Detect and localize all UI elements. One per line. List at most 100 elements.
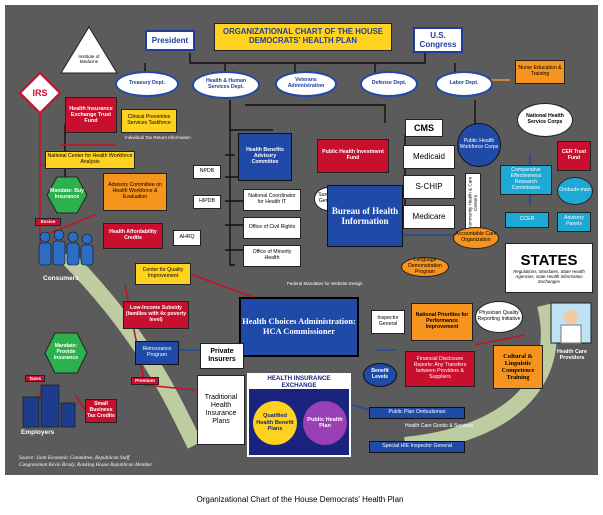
premium-tag: Premium bbox=[131, 377, 159, 385]
states-box: STATES Regulations, Mandates, State Heal… bbox=[505, 243, 593, 293]
quality-improvement-label: Center for Quality Improvement bbox=[142, 267, 184, 279]
schip-label: S-CHIP bbox=[415, 182, 443, 192]
cultural-linguistic: Cultural & Linguistic Competence Trainin… bbox=[493, 345, 543, 389]
small-business-label: Small Business Tax Credits bbox=[87, 401, 115, 419]
public-health-workforce-corps: Public Health Workforce Corps bbox=[457, 123, 501, 167]
us-congress-box: U.S. Congress bbox=[413, 27, 463, 53]
benefit-levels-label: Benefit Levels bbox=[371, 368, 389, 380]
phwc-label: Public Health Workforce Corps bbox=[459, 138, 499, 150]
mandate-provide-hexagon bbox=[44, 332, 88, 374]
advisory-committee-workforce: Advisory Committee on Health Workforce &… bbox=[103, 173, 167, 211]
hcac-label: Health Choices Administration: HCA Commi… bbox=[242, 317, 356, 336]
ombudsman: Ombuds-man bbox=[557, 177, 593, 205]
institute-of-medicine: Institute of Medicine bbox=[71, 47, 107, 71]
hipdb-label: HIPDB bbox=[199, 198, 215, 205]
public-health-investment-fund: Public Health Investment Fund bbox=[317, 139, 389, 173]
goods-services-label: Health Care Goods & Services bbox=[405, 423, 473, 429]
bureau-health-information: Bureau of Health Information bbox=[327, 185, 403, 247]
advisory-panels-label: Advisory Panels bbox=[564, 215, 584, 227]
traditional-plans: Traditional Health Insurance Plans bbox=[197, 375, 245, 445]
ahrq: AHRQ bbox=[173, 230, 201, 246]
phif-label: Public Health Investment Fund bbox=[322, 149, 384, 161]
states-title: STATES bbox=[520, 251, 578, 269]
ombudsman-label: Ombuds-man bbox=[559, 187, 591, 194]
irs-diamond bbox=[18, 71, 62, 115]
npdb: NPDB bbox=[193, 165, 221, 179]
cultural-linguistic-label: Cultural & Linguistic Competence Trainin… bbox=[501, 352, 535, 382]
cms: CMS bbox=[405, 119, 443, 137]
private-insurers: Private Insurers bbox=[200, 343, 244, 369]
federal-mandates-label: Federal Mandates for Website Design bbox=[287, 281, 362, 286]
affordability-credits-label: Health Affordability Credits bbox=[109, 229, 157, 241]
source-note: Source: Joint Economic Committee, Republ… bbox=[19, 455, 152, 470]
special-ig-label: Special HIE Inspector General bbox=[382, 443, 452, 450]
comparative-effectiveness-label: Comparative Effectiveness Research Commi… bbox=[510, 167, 542, 191]
hbac: Health Benefits Advisory Committee bbox=[238, 133, 292, 181]
hca-commissioner: Health Choices Administration: HCA Commi… bbox=[239, 297, 359, 357]
provider-icon bbox=[550, 302, 592, 344]
mandate-buy-label: Mandate: Buy Insurance bbox=[50, 188, 85, 200]
npfi-label: National Priorities for Performance Impr… bbox=[415, 312, 469, 330]
employers-icon bbox=[22, 384, 76, 428]
mandate-provide: Mandate: Provide Insurance bbox=[47, 338, 85, 368]
president-label: President bbox=[151, 35, 189, 45]
org-chart: President ORGANIZATIONAL CHART OF THE HO… bbox=[5, 5, 598, 475]
hie-trust-fund: Health Insurance Exchange Trust Fund bbox=[65, 97, 117, 133]
national-coordinator-label: National Coordinator for Health IT bbox=[248, 193, 296, 205]
tax-tag-label: Taxes bbox=[28, 375, 42, 381]
clinical-preventive-label: Clinical Preventive Services Taskforce bbox=[127, 114, 171, 126]
president-box: President bbox=[145, 30, 195, 51]
irs-box: IRS bbox=[20, 83, 60, 103]
low-income-subsidy-label: Low-Income Subsidy (families with 4x pov… bbox=[125, 305, 187, 323]
accountable-care: Accountable Care Organization bbox=[453, 227, 499, 249]
medicaid-label: Medicaid bbox=[412, 152, 445, 162]
hie-title: HEALTH INSURANCE EXCHANGE bbox=[249, 375, 349, 389]
chart-title-text: ORGANIZATIONAL CHART OF THE HOUSE DEMOCR… bbox=[223, 27, 383, 45]
cms-label: CMS bbox=[414, 122, 434, 133]
aco-label: Accountable Care Organization bbox=[455, 231, 497, 243]
ncsc-label: National Health Service Corps bbox=[526, 113, 564, 125]
figure-caption: Organizational Chart of the House Democr… bbox=[150, 495, 450, 504]
excise-tag: Excise bbox=[35, 218, 61, 226]
premium-label: Premium bbox=[135, 378, 155, 384]
clinical-preventive: Clinical Preventive Services Taskforce bbox=[121, 109, 177, 133]
hhs-dept: Health & Human Services Dept. bbox=[192, 71, 260, 99]
mandate-provide-label: Mandate: Provide Insurance bbox=[53, 343, 79, 361]
hipdb: HIPDB bbox=[193, 195, 221, 209]
tax-tag: Taxes bbox=[25, 375, 45, 382]
cer-trust-fund: CER Trust Fund bbox=[557, 141, 591, 171]
mandate-buy: Mandate: Buy Insurance bbox=[49, 181, 85, 209]
consumers-text: Consumers bbox=[43, 275, 79, 282]
cer-trust-fund-label: CER Trust Fund bbox=[561, 149, 587, 161]
institute-triangle bbox=[60, 26, 118, 74]
boho-label: Bureau of Health Information bbox=[331, 205, 399, 226]
qhbp-label: Qualified Health Benefit Plans bbox=[256, 413, 294, 433]
workforce-analysis: National Center for Health Workforce Ana… bbox=[45, 151, 135, 169]
advisory-panels: Advisory Panels bbox=[557, 212, 591, 232]
physician-quality: Physician Quality Reporting Initiative bbox=[475, 301, 523, 333]
office-civil-rights: Office of Civil Rights bbox=[243, 217, 301, 239]
us-congress-label: U.S. Congress bbox=[419, 30, 457, 49]
qualified-plans: Qualified Health Benefit Plans bbox=[253, 401, 297, 445]
private-insurers-label: Private Insurers bbox=[208, 347, 236, 363]
public-health-plan-label: Public Health Plan bbox=[307, 416, 343, 429]
omh-label: Office of Minority Health bbox=[252, 249, 292, 261]
irs-label: IRS bbox=[32, 87, 48, 98]
office-minority-health: Office of Minority Health bbox=[243, 245, 301, 267]
special-hie-ig: Special HIE Inspector General bbox=[369, 441, 465, 453]
labor-label: Labor Dept. bbox=[449, 80, 479, 87]
treasury-label: Treasury Dept. bbox=[128, 80, 166, 87]
source-line-2: Congressman Kevin Brady, Ranking House R… bbox=[19, 462, 153, 469]
comparative-effectiveness: Comparative Effectiveness Research Commi… bbox=[500, 165, 552, 195]
health-care-providers: Health Care Providers bbox=[549, 349, 595, 361]
s-chip: S-CHIP bbox=[403, 175, 455, 199]
chart-title: ORGANIZATIONAL CHART OF THE HOUSE DEMOCR… bbox=[214, 23, 392, 51]
reinsurance-label: Reinsurance Program bbox=[142, 346, 172, 358]
traditional-plans-label: Traditional Health Insurance Plans bbox=[204, 393, 238, 426]
ahrq-label: AHRQ bbox=[179, 234, 195, 241]
npdb-label: NPDB bbox=[199, 168, 215, 175]
states-subtitle: Regulations, Mandates, State Health Agen… bbox=[513, 269, 585, 285]
language-demo-label: Language Demonstration Program bbox=[408, 257, 442, 275]
financial-disclosure-label: Financial Disclosure Reports: Any Transf… bbox=[413, 356, 467, 380]
excise-label: Excise bbox=[40, 219, 56, 225]
